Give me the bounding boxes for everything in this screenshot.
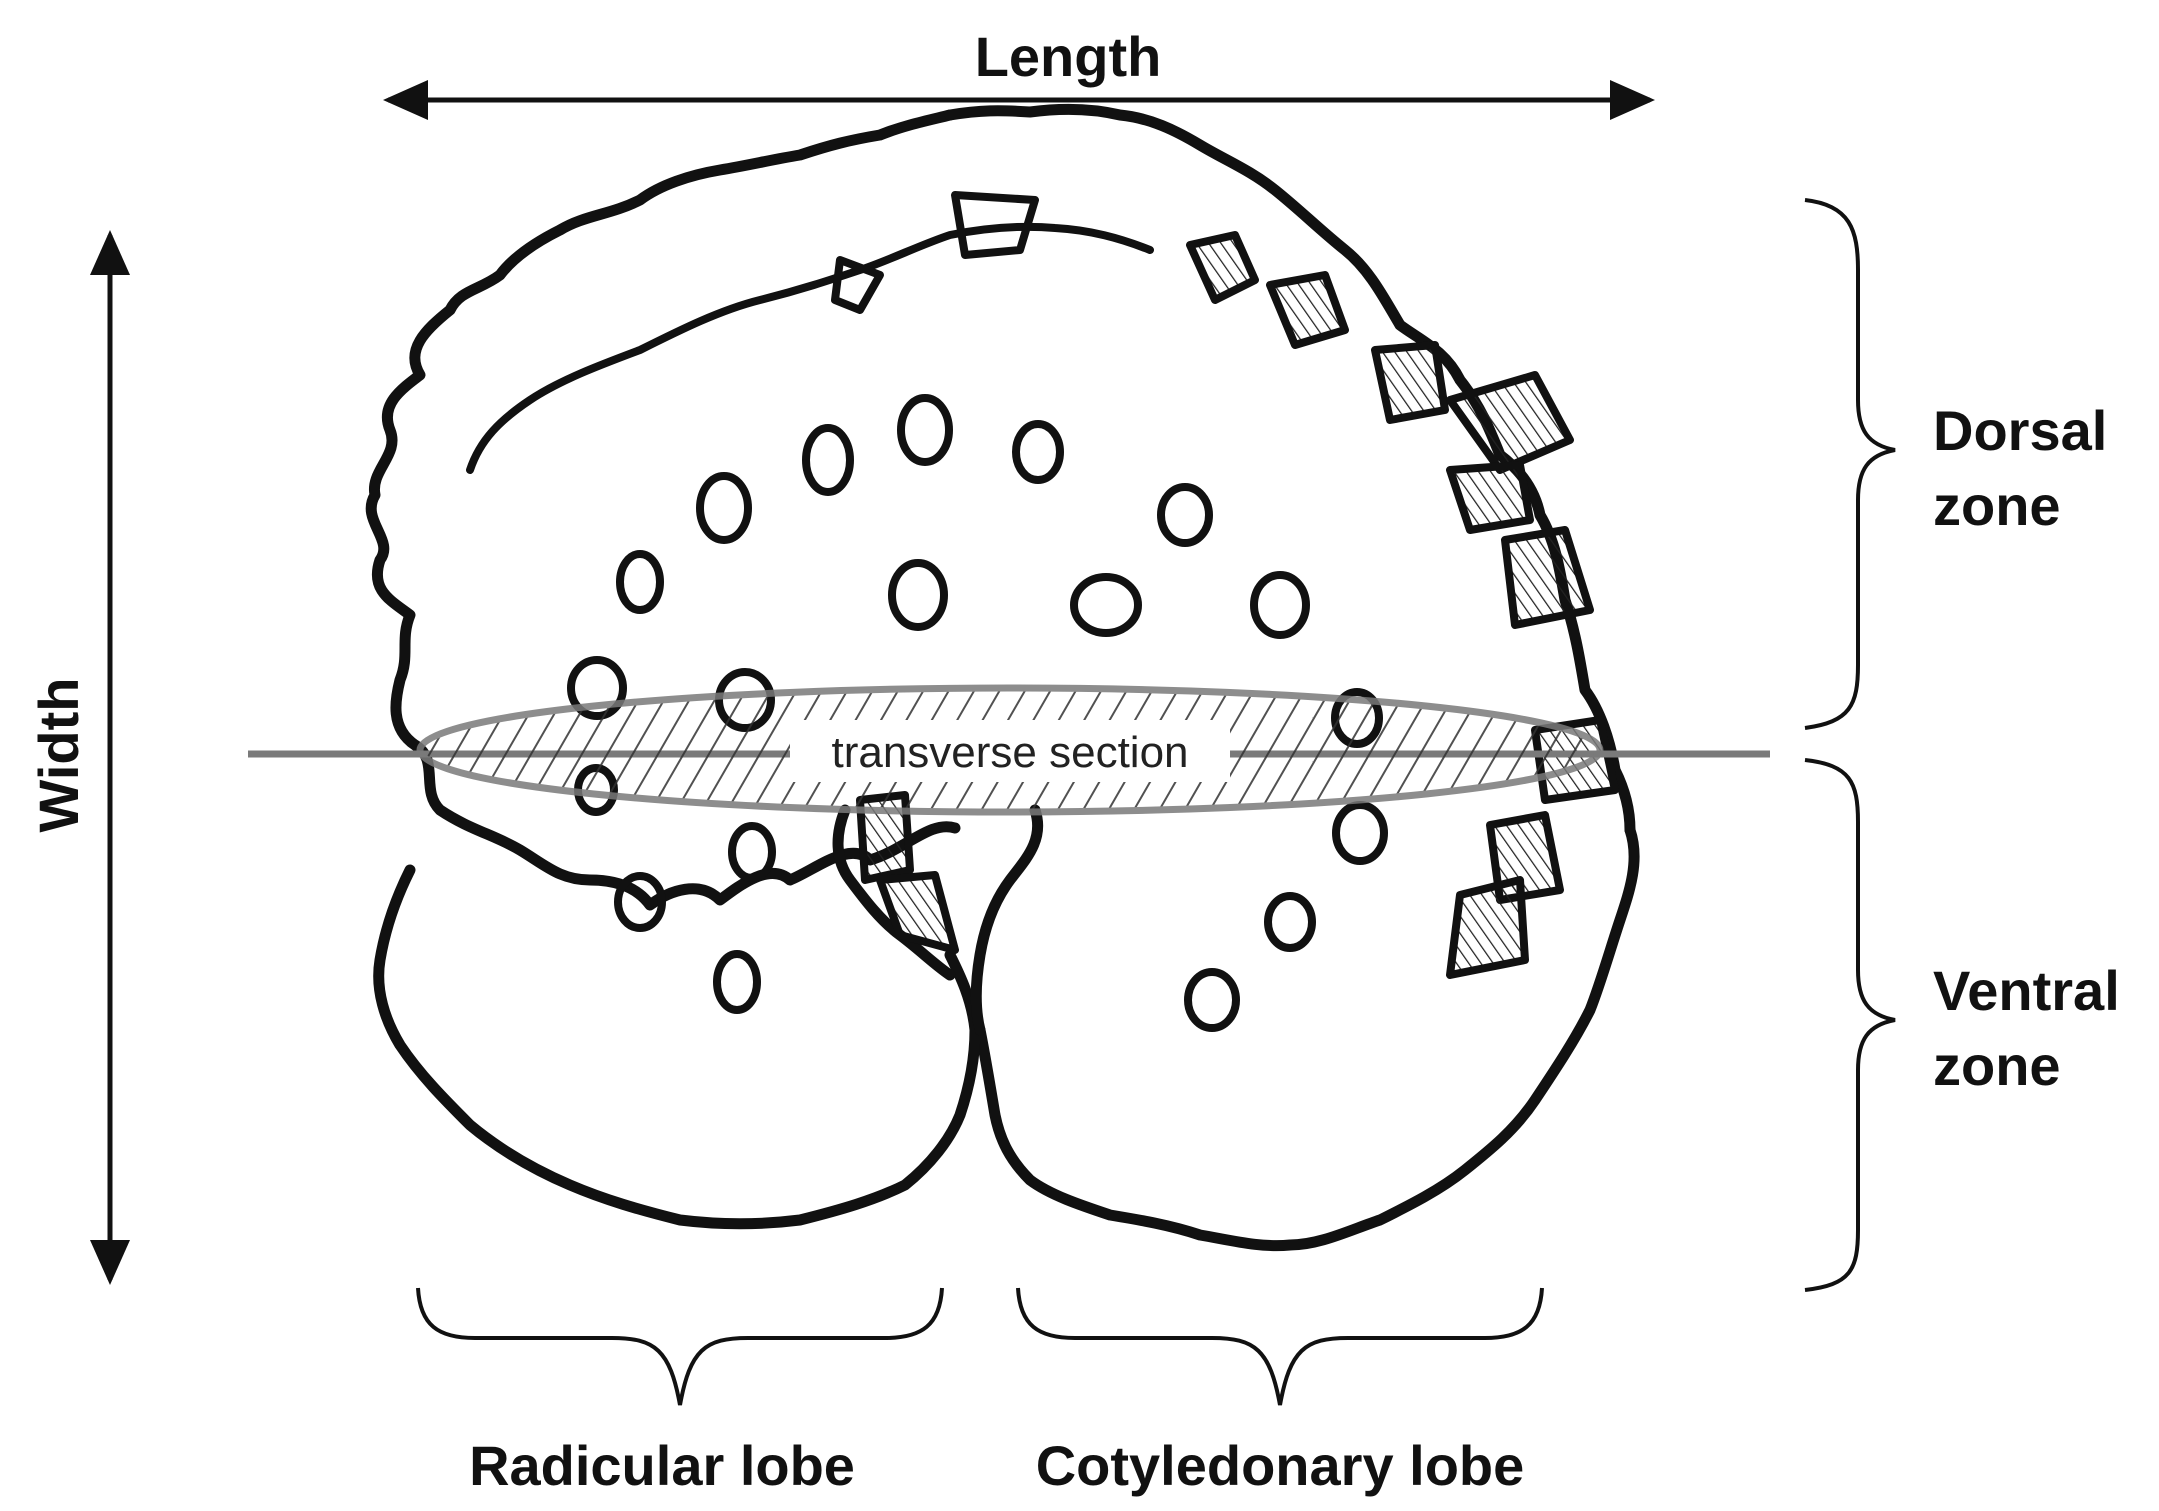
- hatched-fragments: [856, 231, 1619, 979]
- cotyledonary-lobe-label: Cotyledonary lobe: [1036, 1434, 1525, 1497]
- ventral-zone-bracket: [1804, 758, 1896, 1292]
- fragment-9: [1446, 876, 1529, 979]
- ventral-zone-label-2: zone: [1933, 1034, 2061, 1097]
- cotyledonary-brace: [1016, 1287, 1544, 1406]
- lobe-notch: [832, 804, 956, 981]
- ventral-brace: [1804, 758, 1896, 1292]
- length-dimension: Length: [383, 25, 1655, 120]
- width-label: Width: [27, 678, 90, 833]
- cell: [888, 559, 948, 631]
- cell: [696, 472, 752, 544]
- radicular-lobe-outline: [373, 864, 981, 1230]
- dorsal-brace: [1804, 198, 1896, 730]
- fragment-6: [1501, 526, 1594, 629]
- fragment-3: [1371, 341, 1449, 424]
- dorsal-zone-label-2: zone: [1933, 474, 2061, 537]
- cell: [1264, 892, 1316, 952]
- cell: [728, 822, 776, 882]
- ventral-zone-label: Ventral: [1933, 959, 2120, 1022]
- length-label: Length: [975, 25, 1162, 88]
- cell: [614, 872, 666, 932]
- radicular-brace: [416, 1287, 944, 1406]
- radicular-lobe-label: Radicular lobe: [469, 1434, 855, 1497]
- cell: [1070, 573, 1142, 637]
- cells: [567, 394, 1388, 1032]
- lobe-notch-right: [970, 804, 1044, 1036]
- seed-coat-lower-right: [974, 824, 1640, 1252]
- transverse-label: transverse section: [831, 728, 1188, 777]
- transverse-section: transverse section: [248, 684, 1770, 816]
- fragment-5: [1446, 461, 1534, 534]
- fragment-4: [1446, 371, 1574, 474]
- dorsal-zone-bracket: [1804, 198, 1896, 730]
- dorsal-zone-label: Dorsal: [1933, 399, 2107, 462]
- cell: [616, 550, 664, 614]
- coat-chip-top2: [951, 191, 1039, 259]
- cell: [897, 394, 953, 466]
- cell: [802, 424, 854, 496]
- fragment-11: [876, 871, 959, 954]
- seed-coat-inner: [466, 222, 1154, 474]
- cell: [1157, 483, 1213, 547]
- fragment-2: [1266, 271, 1349, 349]
- cell: [1250, 571, 1310, 639]
- cell: [1332, 801, 1388, 865]
- cell: [1184, 968, 1240, 1032]
- cell: [713, 950, 761, 1014]
- seed-coat-outer: [365, 109, 961, 911]
- cotyledonary-lobe-bracket: [1016, 1287, 1544, 1406]
- section-label-bg: [790, 720, 1230, 782]
- seed-outline: [365, 103, 1640, 1252]
- fragment-8: [1486, 811, 1564, 904]
- coat-chip-top: [831, 256, 884, 314]
- radicular-lobe-bracket: [416, 1287, 944, 1406]
- cell: [1012, 420, 1064, 484]
- fragment-1: [1186, 231, 1259, 304]
- width-dimension: Width: [27, 230, 130, 1285]
